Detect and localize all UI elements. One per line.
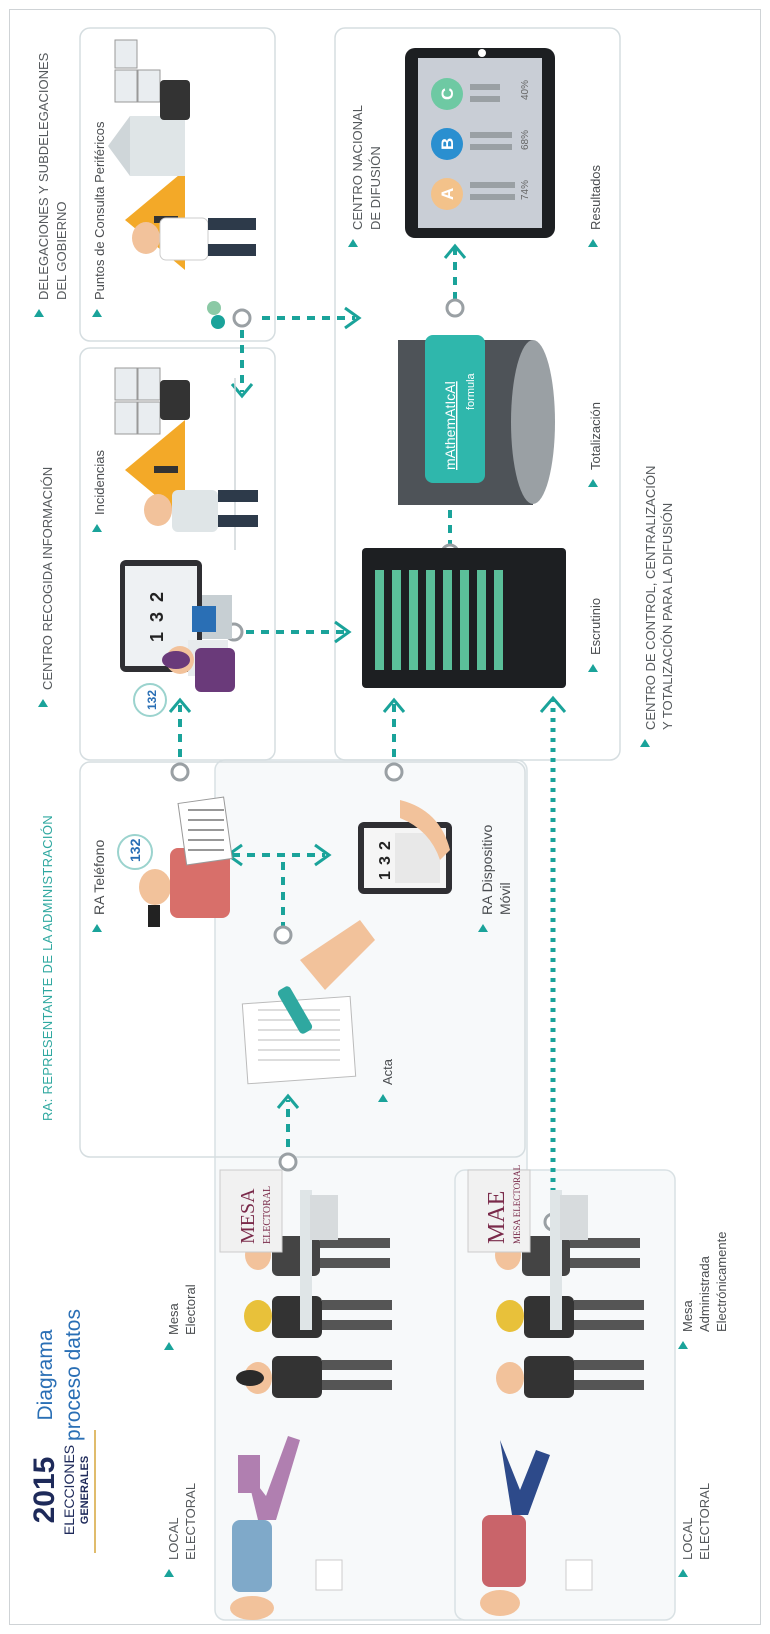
label-centro-recogida: CENTRO RECOGIDA INFORMACIÓN xyxy=(40,467,55,690)
label-mesa-electoral-2: Electoral xyxy=(183,1284,198,1335)
label-centro-control-1: CENTRO DE CONTROL, CENTRALIZACIÓN xyxy=(643,466,658,730)
panels xyxy=(79,27,676,1621)
panel-centro-control xyxy=(334,27,621,761)
escrutinio-server xyxy=(362,548,566,688)
label-mesa-electoral-1: Mesa xyxy=(166,1302,181,1335)
logo-year: 2015 xyxy=(28,1457,61,1524)
label-local-electoral-bottom-2: ELECTORAL xyxy=(697,1483,712,1560)
ra-movil-tablet: 1 3 2 xyxy=(358,800,452,894)
node-accent-teal xyxy=(211,315,225,329)
label-mesa-administrada-2: Administrada xyxy=(697,1255,712,1332)
logo-line2: GENERALES xyxy=(79,1456,91,1524)
label-centro-control-2: Y TOTALIZACIÓN PARA LA DIFUSIÓN xyxy=(660,503,675,730)
label-ra-dispositivo-2: Móvil xyxy=(497,882,513,915)
label-delegaciones-2: DEL GOBIERNO xyxy=(54,202,69,300)
logo: 2015 ELECCIONES GENERALES xyxy=(28,1430,96,1553)
label-local-electoral-top-2: ELECTORAL xyxy=(183,1483,198,1560)
centro-recogida-monitor: 1 3 2 132 xyxy=(120,560,235,717)
mae-sign-line2: MESA ELECTORAL xyxy=(512,1165,522,1244)
screen-digit-2: 3 xyxy=(147,612,167,622)
label-incidencias: Incidencias xyxy=(92,449,107,515)
server-label-1: mAthemAtIcAl xyxy=(442,381,458,470)
tablet-digit-1: 1 xyxy=(377,871,394,880)
label-acta: Acta xyxy=(380,1058,395,1085)
panel-ra xyxy=(79,761,526,1158)
server-label-2: formula xyxy=(465,372,477,410)
monitor-bubble-number: 132 xyxy=(145,690,159,710)
label-mesa-administrada-1: Mesa xyxy=(680,1299,695,1332)
result-letter-c: C xyxy=(438,88,457,100)
panel-delegaciones xyxy=(79,27,276,342)
resultados-tablet: A B C 74% 68% 40% xyxy=(405,48,555,238)
label-resultados: Resultados xyxy=(588,164,603,230)
screen-digit-1: 1 xyxy=(147,632,167,642)
mesa-sign-line2: ELECTORAL xyxy=(262,1186,273,1244)
acta-document xyxy=(241,920,375,1085)
bullet-markers xyxy=(34,239,688,1577)
result-letter-b: B xyxy=(438,138,457,150)
delegaciones-illustration xyxy=(108,39,256,270)
label-totalizacion: Totalización xyxy=(588,402,603,470)
result-percent-a: 74% xyxy=(520,180,531,200)
label-ra-telefono: RA Teléfono xyxy=(91,840,107,915)
node-accent-green xyxy=(207,301,221,315)
ra-telefono-figure: 132 xyxy=(117,796,233,927)
screen-digit-3: 2 xyxy=(147,592,167,602)
tablet-digit-3: 2 xyxy=(377,841,394,850)
label-delegaciones-1: DELEGACIONES Y SUBDELEGACIONES xyxy=(36,52,51,300)
voter-figure-bottom xyxy=(480,1440,593,1616)
incidencias-illustration xyxy=(114,367,258,532)
label-mesa-administrada-3: Electrónicamente xyxy=(714,1232,729,1332)
mae-figures: MAE MESA ELECTORAL xyxy=(467,1165,644,1398)
diagram-title-line2: proceso datos xyxy=(62,1309,85,1441)
diagram-title-line1: Diagrama xyxy=(34,1329,57,1420)
label-ra-dispositivo-1: RA Dispositivo xyxy=(479,825,495,915)
mesa-electoral-figures: MESA ELECTORAL xyxy=(219,1169,392,1398)
label-local-electoral-top-1: LOCAL xyxy=(166,1517,181,1560)
mesa-sign-line1: MESA xyxy=(237,1188,259,1244)
label-centro-nacional-1: CENTRO NACIONAL xyxy=(350,105,365,230)
tablet-digit-2: 3 xyxy=(377,856,394,865)
result-percent-b: 68% xyxy=(520,130,531,150)
result-percent-c: 40% xyxy=(520,80,531,100)
totalizacion-cylinder: mAthemAtIcAl formula xyxy=(398,335,555,505)
mae-sign-line1: MAE xyxy=(484,1191,510,1244)
label-escrutinio: Escrutinio xyxy=(588,598,603,655)
phone-bubble-number: 132 xyxy=(127,838,143,862)
label-local-electoral-bottom-1: LOCAL xyxy=(680,1517,695,1560)
result-letter-a: A xyxy=(438,188,457,200)
voter-figure-top xyxy=(230,1436,343,1620)
label-puntos-consulta: Puntos de Consulta Periféricos xyxy=(92,121,107,300)
panel-centro-recogida xyxy=(79,347,276,761)
logo-line1: ELECCIONES xyxy=(61,1445,77,1535)
ra-note: RA: REPRESENTANTE DE LA ADMINISTRACIÓN xyxy=(40,815,55,1121)
label-centro-nacional-2: DE DIFUSIÓN xyxy=(368,146,383,230)
